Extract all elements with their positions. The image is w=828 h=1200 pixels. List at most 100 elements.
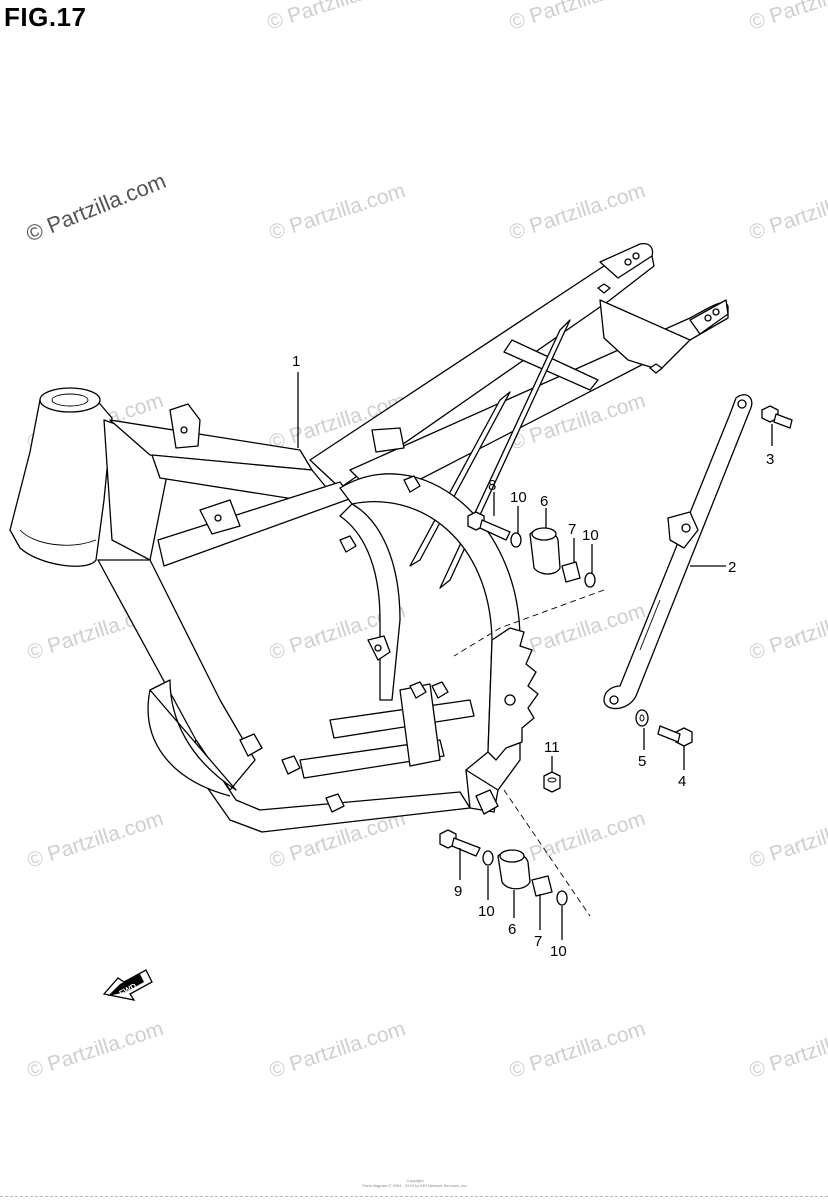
- inner-plate-hole: [374, 644, 382, 652]
- steering-head-tube: [9, 392, 113, 567]
- cradle-mount-tab: [281, 755, 301, 775]
- frame-lug: [403, 475, 421, 493]
- top-tube-bracket: [169, 403, 201, 449]
- engine-mount-tab: [409, 681, 427, 699]
- copyright-notice: Copyright Parts diagram © 2004 - 2019 by…: [340, 1178, 490, 1188]
- guide-line-lower: [503, 789, 591, 917]
- washer-part-5: [635, 709, 649, 727]
- frame-lug: [339, 535, 357, 553]
- watermark-text: © Partzilla.com: [506, 0, 648, 35]
- callout-part-10: 10: [478, 903, 495, 920]
- cradle-curve-face: [149, 679, 237, 791]
- nut-hole: [547, 777, 557, 783]
- bolt-head: [675, 727, 693, 747]
- head-tube-lower-lip: [19, 529, 97, 546]
- rear-rail-joint: [599, 299, 691, 371]
- callout-part-4: 4: [678, 773, 686, 790]
- forward-arrow-icon: FWD: [102, 969, 153, 1001]
- bracket-hole: [180, 426, 188, 434]
- bolt-shank-part-9: [451, 837, 481, 857]
- callout-numbers: 1 2 3 4 5 6 6 7 7 8 9 10 10 10 10 11: [292, 353, 774, 960]
- callout-part-10: 10: [510, 489, 527, 506]
- watermark-text: © Partzilla.com: [746, 0, 828, 35]
- callout-part-8: 8: [488, 477, 496, 494]
- callout-part-9: 9: [454, 883, 462, 900]
- washer-part-10: [510, 532, 522, 548]
- frame-stay: [603, 394, 753, 710]
- callout-part-6: 6: [508, 921, 516, 938]
- seat-cross-brace: [503, 339, 599, 391]
- head-tube-top: [39, 387, 101, 413]
- collar-part-7: [531, 875, 553, 897]
- bolt-part-4: [657, 725, 693, 747]
- upper-engine-mount-hardware: [467, 511, 596, 588]
- fuel-tank-bracket: [371, 427, 405, 453]
- engine-mount-tab: [431, 681, 449, 699]
- stay-upper-hole: [737, 399, 747, 409]
- callout-part-11: 11: [544, 739, 560, 756]
- watermark-text: © Partzilla.com: [264, 0, 406, 35]
- pivot-hole: [504, 694, 516, 706]
- cradle-mount-tab: [325, 793, 345, 813]
- stay-bar: [603, 394, 753, 710]
- bolt-shank-part-8: [479, 519, 511, 541]
- guide-line-upper: [453, 589, 605, 657]
- nut-part-11: [543, 771, 561, 793]
- callout-part-7: 7: [568, 521, 576, 538]
- watermark-text: © Partzilla.com: [746, 1017, 828, 1083]
- lower-engine-mount-hardware: [439, 829, 568, 906]
- watermark-text: © Partzilla.com: [506, 1017, 648, 1083]
- bolt-part-3: [761, 405, 793, 429]
- main-frame: [9, 242, 729, 833]
- washer-part-10: [556, 890, 568, 906]
- stay-mount-hole: [681, 523, 691, 533]
- watermark-text: © Partzilla.com: [746, 807, 828, 873]
- callout-part-2: 2: [728, 559, 736, 576]
- head-tube-bore: [51, 393, 89, 407]
- bushing-top: [531, 527, 557, 541]
- seat-rail-hole: [632, 252, 640, 260]
- callout-part-3: 3: [766, 451, 774, 468]
- copyright-line-2: Parts diagram © 2004 - 2019 by ARI Netwo…: [362, 1183, 468, 1188]
- watermark-text: © Partzilla.com: [24, 807, 166, 873]
- stay-edge-line: [639, 599, 661, 651]
- stay-lower-hole: [609, 695, 619, 705]
- rear-mount-tab: [475, 789, 499, 815]
- seat-rail-hole: [624, 258, 632, 266]
- watermark-text: © Partzilla.com: [266, 1017, 408, 1083]
- watermark-text-main: © Partzilla.com: [23, 168, 170, 247]
- washer-part-10: [584, 572, 596, 588]
- callout-part-5: 5: [638, 753, 646, 770]
- callout-part-10: 10: [582, 527, 599, 544]
- seat-rail-bolt: [597, 283, 611, 294]
- watermark-text: © Partzilla.com: [746, 599, 828, 665]
- collar-part-7: [561, 561, 581, 583]
- watermark-text: © Partzilla.com: [24, 1017, 166, 1083]
- watermark-text: © Partzilla.com: [506, 179, 648, 245]
- callout-part-1: 1: [292, 353, 300, 370]
- callout-part-6: 6: [540, 493, 548, 510]
- watermark-text: © Partzilla.com: [266, 179, 408, 245]
- washer-part-10: [482, 850, 494, 866]
- pivot-plate: [487, 627, 539, 761]
- copyright-line-1: Copyright: [406, 1178, 424, 1183]
- inner-frame-plate: [339, 503, 401, 701]
- cradle-mount-tab: [239, 733, 263, 757]
- bolt-shank: [773, 413, 793, 429]
- callout-part-7: 7: [534, 933, 542, 950]
- rear-rail-bolt: [649, 363, 663, 374]
- bolt-shank: [657, 725, 681, 743]
- leader-lines: [297, 372, 773, 940]
- backbone-tube: [157, 481, 353, 567]
- assembly-guide-lines: [453, 589, 605, 917]
- forward-arrow-fill: [108, 974, 144, 996]
- washer-hole: [639, 714, 645, 722]
- callout-part-10: 10: [550, 943, 567, 960]
- figure-title: FIG.17: [4, 2, 87, 32]
- seat-rail-hole: [712, 308, 720, 316]
- watermark-text: © Partzilla.com: [746, 179, 828, 245]
- bushing-top: [499, 849, 525, 863]
- seat-rail-hole: [704, 314, 712, 322]
